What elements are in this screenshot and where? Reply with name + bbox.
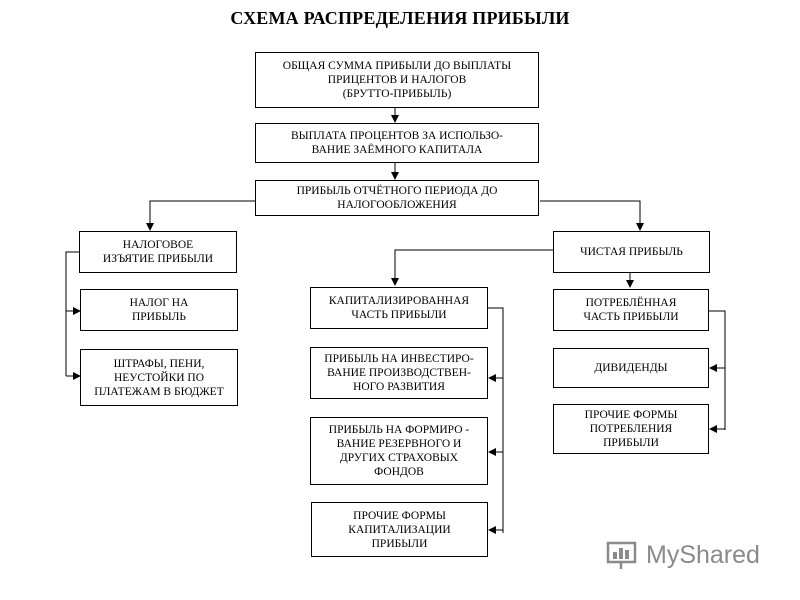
tax-bracket	[65, 251, 79, 376]
box-consumed-part: ПОТРЕБЛЁННАЯ ЧАСТЬ ПРИБЫЛИ	[553, 289, 709, 331]
arrow-pretax-to-tax	[146, 200, 255, 231]
box-pretax-profit: ПРИБЫЛЬ ОТЧЁТНОГО ПЕРИОДА ДО НАЛОГООБЛОЖ…	[255, 180, 539, 216]
arrow-pretax-to-net	[540, 200, 644, 231]
box-tax-withdrawal: НАЛОГОВОЕ ИЗЪЯТИЕ ПРИБЫЛИ	[79, 231, 237, 273]
box-other-capitalization: ПРОЧИЕ ФОРМЫ КАПИТАЛИЗАЦИИ ПРИБЫЛИ	[311, 502, 488, 557]
watermark-logo: MyShared	[606, 540, 760, 570]
diagram-title: СХЕМА РАСПРЕДЕЛЕНИЯ ПРИБЫЛИ	[230, 8, 570, 28]
box-profit-tax: НАЛОГ НА ПРИБЫЛЬ	[80, 289, 238, 331]
box-gross-profit: ОБЩАЯ СУММА ПРИБЫЛИ ДО ВЫПЛАТЫ ПРИЦЕНТОВ…	[255, 52, 539, 108]
arrow-net-to-capitalized	[391, 249, 553, 286]
box-dividends: ДИВИДЕНДЫ	[553, 348, 709, 388]
box-interest-payment: ВЫПЛАТА ПРОЦЕНТОВ ЗА ИСПОЛЬЗО- ВАНИЕ ЗАЁ…	[255, 123, 539, 163]
box-capitalized-part: КАПИТАЛИЗИРОВАННАЯ ЧАСТЬ ПРИБЫЛИ	[310, 287, 488, 329]
capitalized-bracket	[488, 307, 504, 533]
presentation-board-icon	[606, 541, 637, 569]
consumed-bracket	[709, 310, 726, 430]
box-net-profit: ЧИСТАЯ ПРИБЫЛЬ	[553, 231, 710, 273]
box-fines: ШТРАФЫ, ПЕНИ, НЕУСТОЙКИ ПО ПЛАТЕЖАМ В БЮ…	[80, 349, 238, 406]
watermark-text: MyShared	[646, 540, 760, 569]
box-other-consumption: ПРОЧИЕ ФОРМЫ ПОТРЕБЛЕНИЯ ПРИБЫЛИ	[553, 404, 709, 454]
box-investment-profit: ПРИБЫЛЬ НА ИНВЕСТИРО- ВАНИЕ ПРОИЗВОДСТВЕ…	[310, 347, 488, 399]
box-reserve-fund-profit: ПРИБЫЛЬ НА ФОРМИРО - ВАНИЕ РЕЗЕРВНОГО И …	[310, 417, 488, 485]
